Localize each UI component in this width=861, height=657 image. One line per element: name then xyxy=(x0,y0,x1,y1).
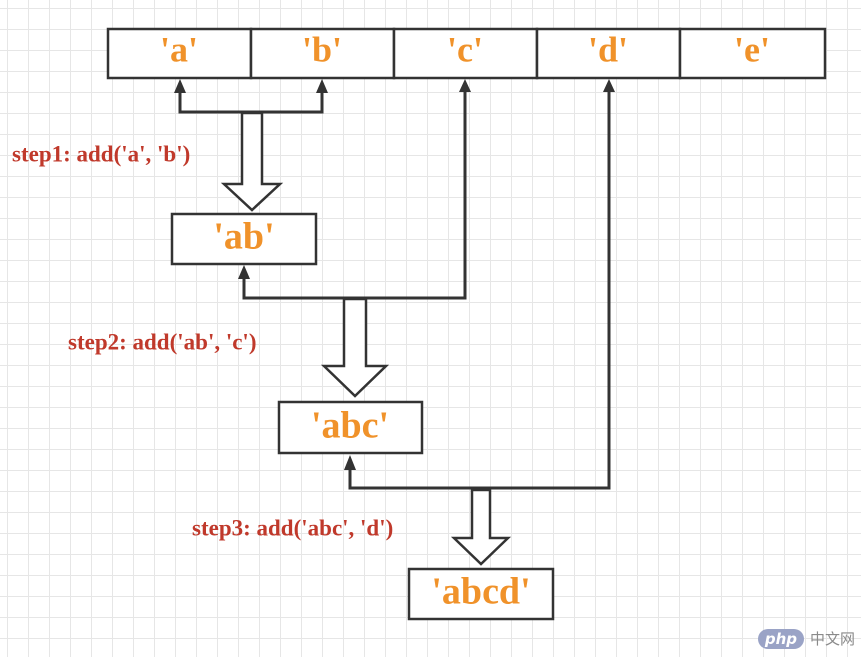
arrowhead-to-a xyxy=(174,79,186,93)
array-cell-a xyxy=(106,27,253,80)
step3-connector xyxy=(344,79,615,490)
array-cell-e-label: 'e' xyxy=(734,29,770,69)
arrowhead-to-b xyxy=(316,79,328,93)
array-cell-c-label: 'c' xyxy=(447,29,483,69)
arrowhead-to-d xyxy=(603,79,615,92)
arrowhead-to-abc xyxy=(344,455,356,470)
step2-down-arrow xyxy=(320,297,390,398)
step1-down-arrow xyxy=(220,111,284,212)
result-abc-label: 'abc' xyxy=(311,405,389,447)
result-ab-label: 'ab' xyxy=(213,216,274,258)
watermark-text: 中文网 xyxy=(809,630,855,648)
array-cell-d-label: 'd' xyxy=(588,29,628,69)
step1-label: step1: add('a', 'b') xyxy=(12,141,190,166)
step3-label: step3: add('abc', 'd') xyxy=(192,515,393,540)
step1-connector xyxy=(174,79,328,114)
arrowhead-to-ab xyxy=(238,265,250,279)
array-cell-b xyxy=(249,27,396,80)
array-strip: 'a' 'b' 'c' 'd' 'e' xyxy=(106,27,827,80)
array-cell-b-label: 'b' xyxy=(302,29,342,69)
step2-label: step2: add('ab', 'c') xyxy=(68,329,256,354)
array-cell-c xyxy=(392,27,539,80)
array-cell-e xyxy=(678,27,827,80)
result-box-abcd xyxy=(407,567,555,621)
result-box-abc xyxy=(277,400,424,455)
watermark: php 中文网 xyxy=(757,628,855,649)
result-abcd-label: 'abcd' xyxy=(431,571,530,613)
arrowhead-to-c xyxy=(459,79,471,92)
watermark-logo: php xyxy=(757,628,804,649)
step3-down-arrow xyxy=(450,488,512,566)
result-box-ab xyxy=(170,212,318,266)
array-cell-a-label: 'a' xyxy=(160,29,198,69)
